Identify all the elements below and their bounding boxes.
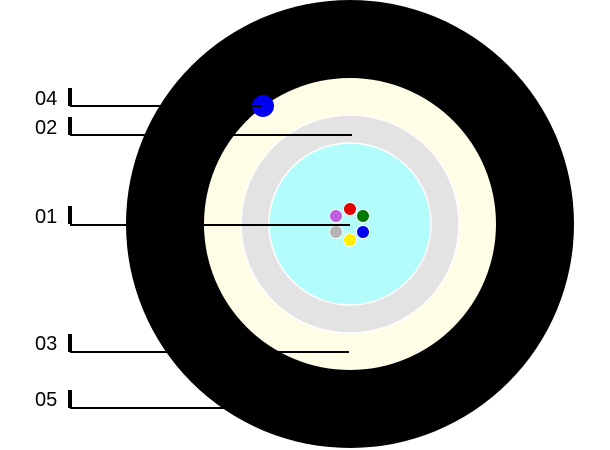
fiber-blue [356,225,370,239]
callout-bracket-02 [68,117,72,135]
ripcord-marker [252,95,274,117]
fiber-green [356,209,370,223]
callout-01: 01 [35,206,350,228]
callout-label-02: 02 [35,117,57,139]
callout-label-04: 04 [35,88,57,110]
fiber-yellow [343,233,357,247]
callout-05: 05 [35,389,230,411]
fiber-bundle [329,202,370,247]
callout-bracket-01 [68,206,72,224]
callout-label-03: 03 [35,333,57,355]
callout-02: 02 [35,117,352,139]
callout-label-05: 05 [35,389,57,411]
callout-03: 03 [35,333,349,355]
callout-bracket-05 [68,390,72,408]
fiber-violet [329,209,343,223]
callout-label-01: 01 [35,206,57,228]
callout-04: 04 [35,88,262,110]
fiber-gray [329,225,343,239]
fiber-red [343,202,357,216]
callout-bracket-03 [68,334,72,352]
callout-bracket-04 [68,88,72,106]
